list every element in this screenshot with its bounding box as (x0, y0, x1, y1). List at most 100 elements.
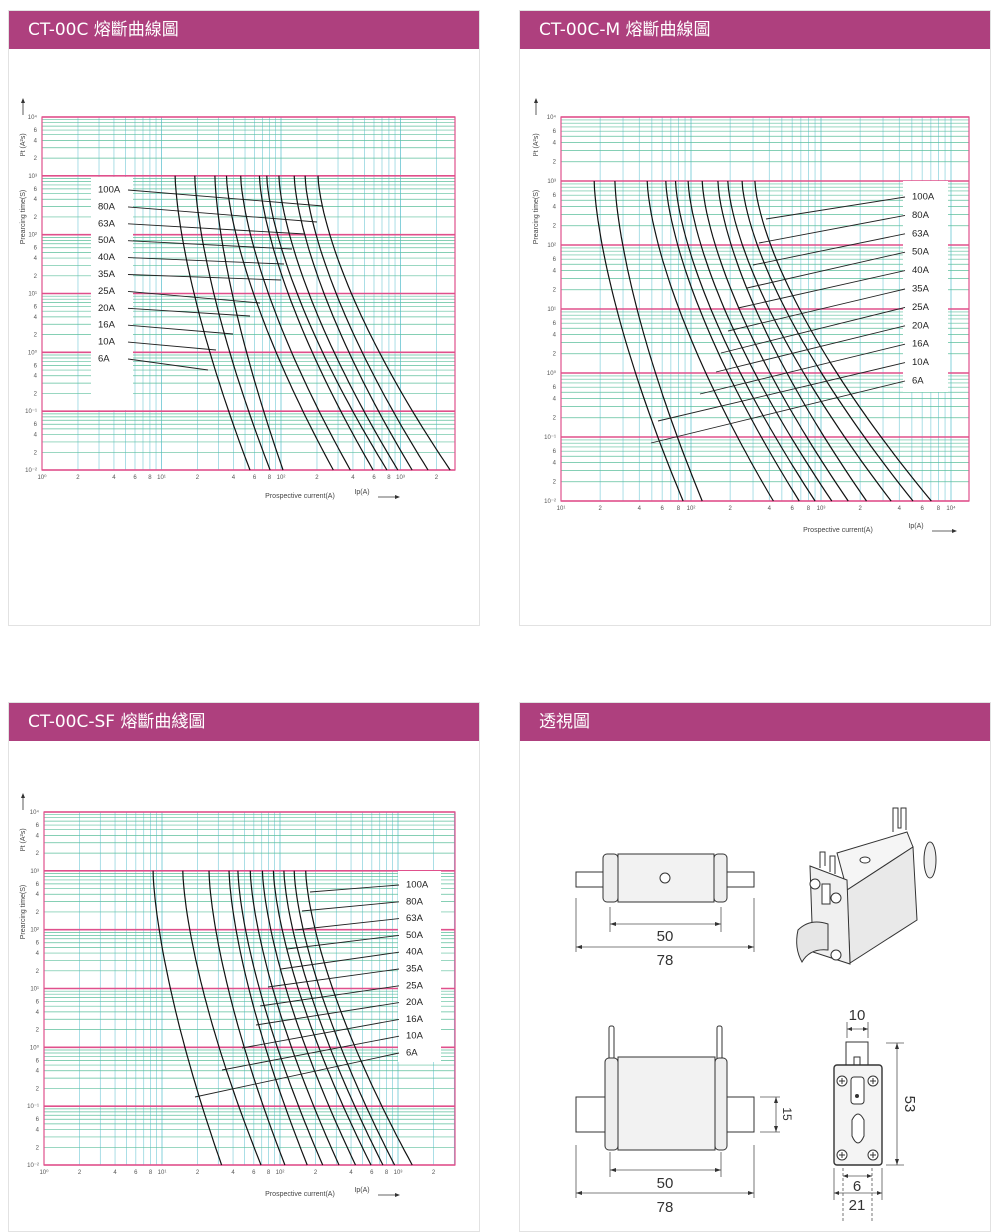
fuse-body (617, 1056, 716, 1151)
x-axis-title: Prospective current(A) (803, 527, 873, 534)
y-tick-label: 2 (34, 215, 38, 221)
dim-outer-length: 78 (657, 952, 674, 969)
y-tick-label: 4 (34, 256, 38, 262)
y-tick-label: 10⁴ (547, 114, 557, 121)
y-tick-label: 10² (547, 243, 556, 249)
top-tab (845, 1041, 869, 1065)
panel-perspective: 透視圖 (519, 702, 991, 1232)
end-cap-left (602, 853, 619, 903)
y-tick-label: 6 (553, 449, 557, 455)
dim-inner-length: 50 (657, 1175, 674, 1192)
y-tick-label: 4 (36, 892, 40, 898)
curve-label: 80A (912, 210, 930, 221)
y-tick-label: 6 (553, 193, 557, 199)
x-tick-label: 10³ (817, 506, 826, 512)
y-tick-label: 10⁰ (28, 349, 38, 356)
screw-icon (867, 1075, 879, 1087)
y-tick-label: 6 (36, 941, 40, 947)
fuse-curve-40a (701, 180, 849, 502)
x-tick-label: 2 (728, 506, 732, 512)
y-tick-label: 2 (553, 224, 557, 230)
x-tick-label: 6 (252, 1170, 256, 1176)
y-tick-label: 2 (553, 160, 557, 166)
y-tick-label: 4 (34, 433, 38, 439)
fuse-front-view: 15 50 78 (575, 1025, 794, 1216)
side-tab (923, 841, 937, 879)
tab-right (716, 1025, 723, 1061)
curve-label: 40A (98, 252, 116, 263)
y-tick-label: 2 (36, 969, 40, 975)
x-axis-unit: Ip(A) (354, 1187, 369, 1194)
y-tick-label: 4 (34, 197, 38, 203)
fuse-curve-chart: 10⁴64210³64210²64210¹64210⁰64210⁻¹64210⁻… (20, 793, 456, 1198)
y-tick-label: 2 (34, 391, 38, 397)
curve-label: 25A (406, 980, 424, 991)
x-tick-label: 2 (598, 506, 602, 512)
curve-label: 16A (406, 1014, 424, 1025)
x-axis-title: Prospective current(A) (265, 1191, 335, 1198)
tab-left (608, 1025, 615, 1061)
leader-line (127, 324, 234, 335)
x-tick-label: 8 (148, 475, 152, 481)
y-tick-label: 2 (36, 1145, 40, 1151)
curve-label: 16A (98, 320, 116, 331)
curve-label: 35A (912, 284, 930, 295)
plot-frame (41, 116, 456, 471)
x-tick-label: 10¹ (157, 475, 166, 481)
fuse-curve-25a (240, 175, 351, 471)
panel-ct-00c: CT-00C 熔斷曲線圖 (8, 10, 480, 626)
y-tick-label: 2 (36, 1028, 40, 1034)
x-axis-unit: Ip(A) (908, 523, 923, 530)
charts: 10⁴64210³64210²64210¹64210⁰64210⁻¹64210⁻… (20, 98, 970, 1198)
fuse-curve-35a (249, 870, 340, 1166)
leader-line (127, 240, 293, 250)
curve-label: 20A (912, 320, 930, 331)
x-tick-label: 10² (276, 1170, 285, 1176)
y-tick-label: 10⁴ (30, 809, 40, 816)
curve-label: 63A (912, 228, 930, 239)
dim-blade-height: 15 (780, 1107, 794, 1121)
x-tick-label: 2 (196, 475, 200, 481)
fuse-curve-20a (225, 175, 334, 471)
y-tick-label: 4 (36, 951, 40, 957)
fuse-curve-16a (208, 870, 286, 1166)
y-tick-label: 10⁻² (27, 1163, 39, 1169)
x-tick-label: 4 (112, 475, 116, 481)
fuse-curve-6a (593, 180, 684, 502)
panel-title: 透視圖 (520, 703, 990, 741)
fuse-curve-80a (293, 870, 396, 1166)
y-axis-arrowhead-icon (21, 98, 25, 103)
x-tick-label: 8 (385, 1170, 389, 1176)
x-tick-label: 8 (268, 475, 272, 481)
x-tick-label: 2 (858, 506, 862, 512)
x-tick-label: 6 (133, 475, 137, 481)
leader-line (657, 362, 906, 422)
y-tick-label: 6 (34, 128, 38, 134)
screw-icon (836, 1075, 848, 1087)
leader-line (127, 274, 282, 281)
leader-line (127, 189, 324, 207)
y-tick-label: 2 (553, 416, 557, 422)
screw-icon (836, 1149, 848, 1161)
leader-line (127, 290, 261, 304)
dim-plate-width: 21 (849, 1197, 866, 1214)
y-tick-label: 2 (553, 352, 557, 358)
y-tick-label: 6 (34, 246, 38, 252)
y-tick-label: 4 (36, 1069, 40, 1075)
x-tick-label: 6 (920, 506, 924, 512)
fuse-curve-100a (754, 180, 932, 502)
fuse-curve-10a (614, 180, 703, 502)
plot-frame (43, 811, 456, 1166)
fuse-curve-25a (237, 870, 324, 1166)
x-tick-label: 6 (372, 475, 376, 481)
x-tick-label: 10³ (396, 475, 405, 481)
x-tick-label: 10² (277, 475, 286, 481)
dim-slot-width: 6 (853, 1178, 861, 1195)
leader-line (746, 251, 906, 289)
x-tick-label: 6 (790, 506, 794, 512)
x-tick-label: 6 (660, 506, 664, 512)
y-axis-unit: I²t (A²s) (20, 133, 27, 156)
y-tick-label: 2 (553, 480, 557, 486)
fuse-curve-16a (646, 180, 774, 502)
x-tick-label: 10⁴ (946, 505, 956, 512)
